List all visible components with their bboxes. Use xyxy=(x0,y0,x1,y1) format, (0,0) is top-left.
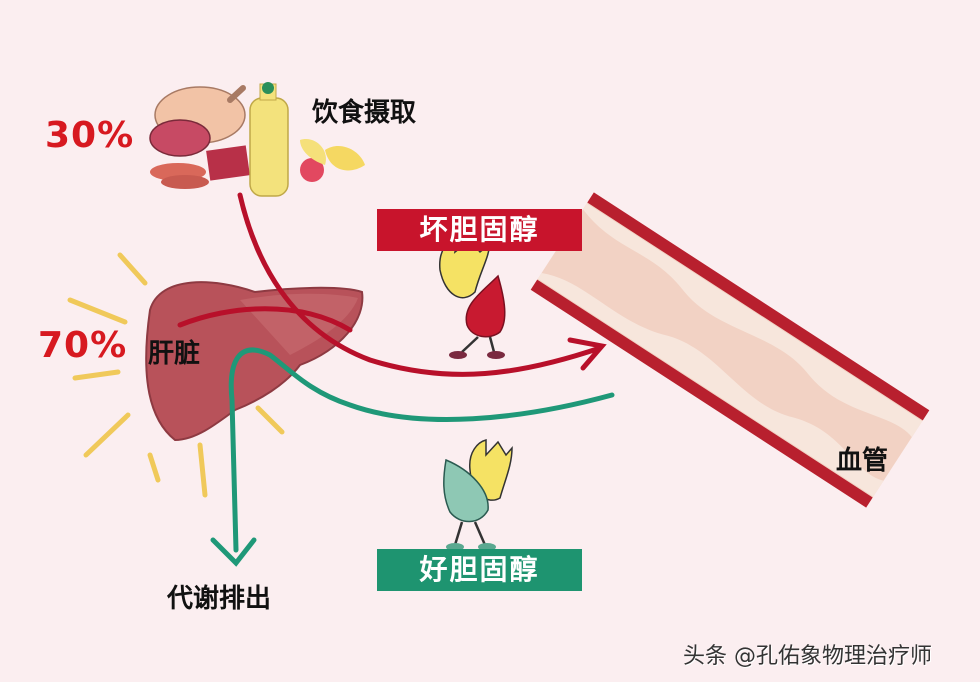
diet-percent: 30% xyxy=(45,115,135,156)
blood-vessel-icon xyxy=(530,192,930,508)
bad-cholesterol-character-icon xyxy=(439,234,506,359)
good-cholesterol-arrow xyxy=(210,347,615,567)
food-icon xyxy=(149,82,365,197)
bad-cholesterol-banner: 坏胆固醇 xyxy=(377,209,582,251)
liver-percent: 70% xyxy=(38,325,128,366)
vessel-label: 血管 xyxy=(836,446,889,476)
excretion-label: 代谢排出 xyxy=(167,584,272,614)
liver-label: 肝脏 xyxy=(148,339,201,369)
diet-label: 饮食摄取 xyxy=(312,98,417,128)
good-cholesterol-banner: 好胆固醇 xyxy=(377,549,582,591)
liver-rays xyxy=(67,252,285,498)
bad-cholesterol-arrow xyxy=(177,192,607,377)
good-cholesterol-character-icon xyxy=(443,439,513,551)
watermark: 头条 @孔佑象物理治疗师 xyxy=(683,644,932,669)
